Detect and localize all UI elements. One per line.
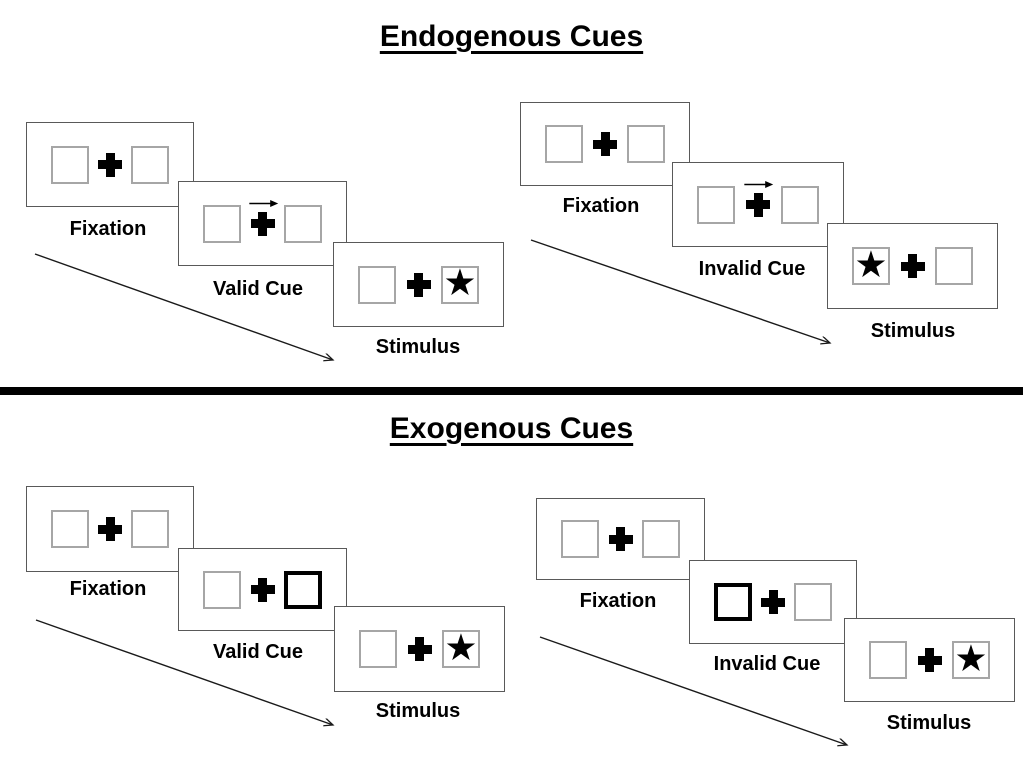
timeline-arrow-exogenous-invalid	[539, 636, 847, 745]
star-icon: ★	[444, 625, 478, 669]
timeline-arrow-exogenous-valid	[35, 619, 333, 725]
right-box-square	[627, 125, 665, 163]
fixation-cross-icon	[406, 272, 431, 297]
right-box-square	[794, 583, 832, 621]
star-icon: ★	[854, 242, 888, 286]
right-box-square	[935, 247, 973, 285]
frame-label-fixation: Fixation	[579, 590, 657, 612]
frame-valid-cue	[178, 181, 347, 266]
left-box-square	[358, 265, 396, 304]
left-box-square	[51, 145, 89, 184]
left-box-square	[697, 185, 735, 224]
frame-label-fixation: Fixation	[562, 195, 640, 217]
right-box-square-stimulus: ★	[442, 625, 480, 669]
left-box-square	[359, 630, 397, 668]
frame-stimulus: ★	[334, 606, 505, 692]
right-arrow-cue-icon	[744, 180, 774, 188]
fixation-cross-icon	[250, 211, 275, 236]
left-box-square	[203, 204, 241, 243]
fixation-cross-icon	[98, 152, 122, 177]
section-divider	[0, 387, 1023, 395]
right-box-square	[284, 204, 322, 243]
left-box-square-stimulus: ★	[852, 242, 890, 286]
frame-label-valid-cue: Valid Cue	[212, 278, 304, 300]
frame-fixation	[26, 486, 194, 572]
left-box-square	[561, 520, 599, 558]
frame-fixation	[536, 498, 705, 580]
right-box-square-stimulus: ★	[441, 261, 479, 304]
right-box-square-stimulus: ★	[952, 636, 990, 680]
fixation-cross-icon	[407, 637, 432, 661]
frame-valid-cue	[178, 548, 347, 631]
highlighted-box-square-right	[284, 570, 322, 609]
frame-label-stimulus: Stimulus	[375, 700, 461, 722]
fixation-cross-icon	[917, 648, 942, 672]
right-box-square	[131, 145, 169, 184]
right-box-square	[131, 510, 169, 548]
frame-label-fixation: Fixation	[69, 578, 147, 600]
left-box-square	[203, 570, 241, 609]
left-box-square	[51, 510, 89, 548]
fixation-cross-icon	[593, 132, 617, 156]
frame-stimulus: ★	[844, 618, 1015, 702]
frame-fixation	[520, 102, 690, 186]
frame-label-stimulus: Stimulus	[870, 320, 956, 342]
left-box-square	[545, 125, 583, 163]
fixation-cross-icon	[900, 254, 925, 278]
fixation-cross-icon	[250, 577, 275, 602]
frame-label-fixation: Fixation	[69, 218, 147, 240]
left-box-square	[869, 641, 907, 679]
frame-fixation	[26, 122, 194, 207]
fixation-cross-icon	[608, 527, 633, 551]
timeline-arrow-endogenous-valid	[34, 253, 333, 360]
central-cue-stack	[744, 180, 774, 217]
frame-label-valid-cue: Valid Cue	[212, 641, 304, 663]
fixation-cross-icon	[98, 517, 122, 541]
right-box-square	[642, 520, 680, 558]
frame-stimulus: ★	[333, 242, 504, 327]
frame-invalid-cue	[689, 560, 857, 644]
frame-label-stimulus: Stimulus	[375, 336, 461, 358]
star-icon: ★	[954, 636, 988, 680]
frame-stimulus: ★	[827, 223, 998, 309]
timeline-arrow-endogenous-invalid	[530, 239, 830, 343]
section-title-exogenous: Exogenous Cues	[389, 412, 634, 445]
frame-label-stimulus: Stimulus	[886, 712, 972, 734]
star-icon: ★	[443, 261, 477, 304]
frame-label-invalid-cue: Invalid Cue	[713, 653, 821, 675]
section-title-endogenous: Endogenous Cues	[379, 20, 644, 53]
fixation-cross-icon	[761, 590, 785, 614]
right-box-square	[781, 185, 819, 224]
frame-invalid-cue	[672, 162, 844, 247]
frame-label-invalid-cue: Invalid Cue	[698, 258, 806, 280]
highlighted-box-square-left	[714, 583, 752, 621]
right-arrow-cue-icon	[248, 199, 278, 207]
fixation-cross-icon	[746, 192, 770, 217]
central-cue-stack	[248, 199, 278, 236]
